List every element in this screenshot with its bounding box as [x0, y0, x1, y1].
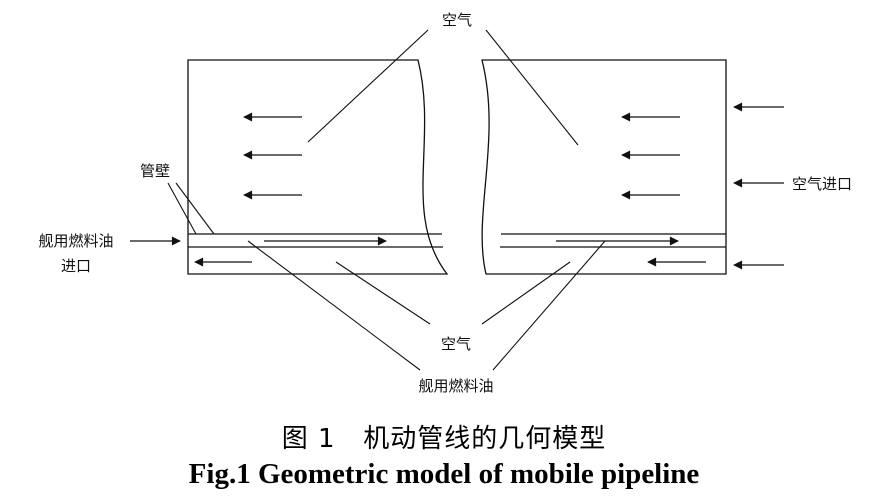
figure-caption-english: Fig.1 Geometric model of mobile pipeline [188, 458, 700, 490]
fuel-inlet-label: 舰用燃料油 [38, 232, 113, 250]
leader-line [167, 182, 197, 235]
air-top-label: 空气 [442, 11, 472, 29]
pipe-wall-label: 管壁 [140, 162, 170, 180]
leader-line [335, 261, 431, 325]
fuel-inlet-label-line2: 进口 [61, 257, 91, 275]
leader-line [485, 29, 579, 146]
leader-line [175, 182, 215, 235]
leader-line [307, 29, 429, 143]
air-bottom-label: 空气 [441, 335, 471, 353]
fuel-bottom-label: 舰用燃料油 [418, 377, 493, 395]
leader-line [492, 240, 606, 371]
leader-line [247, 240, 421, 371]
figure-caption-chinese: 图 1 机动管线的几何模型 [281, 424, 607, 454]
pipeline-geometric-model-diagram: 空气 空气进口 管壁 舰用燃料油 进口 空气 舰用燃料油 [38, 11, 852, 395]
air-domain-right [481, 59, 727, 275]
air-inlet-label: 空气进口 [792, 175, 852, 193]
leader-line [481, 261, 571, 325]
air-domain-left [187, 59, 449, 275]
